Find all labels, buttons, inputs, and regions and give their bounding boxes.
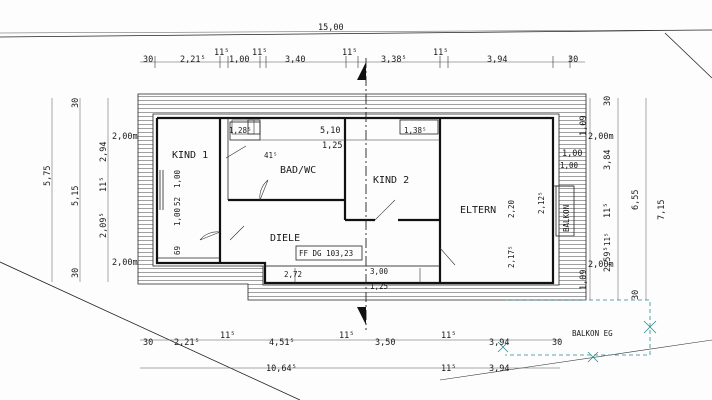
dim-bottom-451: 4,51⁵: [269, 338, 295, 348]
dim-inner-100b: 1,00: [173, 207, 182, 226]
dim-ticks-top: [154, 56, 571, 68]
area-code-box: [295, 245, 363, 261]
dim-bottom-394a: 3,94: [489, 338, 509, 348]
room-balkon-eg: BALKON EG: [572, 329, 613, 338]
dim-right-715: 7,15: [657, 200, 667, 220]
dim-top-115d: 11⁵: [433, 48, 448, 58]
dim-bottom-30b: 30: [552, 338, 562, 348]
balkon-eg-cross2b: [587, 351, 599, 363]
height-right-bottom: 2,00m: [588, 260, 614, 270]
door-eltern: [439, 247, 456, 266]
balkon-eg-cross3b: [643, 320, 657, 334]
dim-bottom-30a: 30: [143, 338, 153, 348]
dim-top-30a: 30: [143, 55, 153, 65]
height-left-top: 2,00m: [112, 132, 138, 142]
dim-left-115: 11⁵: [99, 177, 109, 192]
room-bad: BAD/WC: [280, 165, 316, 176]
dim-inner-125b: 1,25: [370, 282, 388, 291]
property-line-bottom: [0, 261, 301, 400]
dim-bottom-221: 2,21⁵: [174, 338, 200, 348]
dim-top-115b: 11⁵: [252, 48, 267, 58]
dim-right-109b: 1,09: [579, 270, 589, 290]
dim-top-221: 2,21⁵: [180, 55, 206, 65]
dim-bottom-115c: 11⁵: [441, 331, 456, 341]
dim-left-30t: 30: [71, 98, 81, 108]
dim-top-340: 3,40: [285, 55, 305, 65]
dim-inner-100v: 1,00: [173, 169, 182, 188]
room-eltern: ELTERN: [460, 205, 496, 216]
window-top-bad: [231, 119, 255, 135]
dim-left-294: 2,94: [99, 142, 109, 162]
roof-hatch-band: [137, 93, 587, 301]
room-kind1: KIND 1: [172, 150, 208, 161]
dim-right-384: 3,84: [603, 150, 613, 170]
dim-right-30t: 30: [603, 96, 613, 106]
dim-bottom-115b: 11⁵: [339, 331, 354, 341]
outer-wall: [155, 116, 555, 285]
dim-right-30b: 30: [631, 290, 641, 300]
dim-left-30b: 30: [71, 268, 81, 278]
dim-top-115c: 11⁵: [342, 48, 357, 58]
dim-top-394: 3,94: [487, 55, 507, 65]
dim-inner-128: 1,28⁵: [229, 126, 252, 135]
property-line-top: [0, 29, 712, 38]
dim-inner-510: 5,10: [320, 126, 340, 136]
dim-inner-69: 69: [173, 246, 182, 255]
dim-left-575: 5,75: [43, 166, 53, 186]
dim-bottom-115a: 11⁵: [220, 331, 235, 341]
dim-left-209: 2,09⁵: [99, 212, 109, 238]
room-kind2: KIND 2: [373, 175, 409, 186]
dim-inner-272: 2,72: [284, 270, 302, 279]
section-marker-bottom: [357, 307, 366, 325]
dim-inner-125a: 1,25: [322, 141, 342, 151]
dim-top-115a: 11⁵: [214, 48, 229, 58]
dim-top-100a: 1,00: [229, 55, 249, 65]
door-diele-left: [229, 225, 245, 241]
dim-right-109a: 1,09: [579, 116, 589, 136]
dim-top-338: 3,38⁵: [381, 55, 407, 65]
section-marker-top: [357, 62, 366, 80]
door-kind1: [199, 231, 221, 241]
dim-top-30b: 30: [568, 55, 578, 65]
area-code: FF DG 103,23: [299, 249, 353, 258]
dim-right-100: 1,00: [562, 149, 582, 159]
dim-bottom-115d: 11⁵: [441, 364, 456, 374]
dim-inner-41: 41⁵: [264, 151, 278, 160]
dim-right-259: 2,59⁵: [603, 246, 613, 272]
dim-inner-212: 2,12⁵: [537, 191, 546, 214]
dim-inner-100c: 1,00: [560, 161, 579, 170]
dim-inner-115k: 11⁵: [603, 232, 612, 246]
dim-right-115: 11⁵: [603, 203, 613, 218]
window-top-kind2: [399, 119, 439, 135]
dim-right-655: 6,55: [631, 190, 641, 210]
balkon-eg-cross1b: [497, 341, 509, 353]
room-balkon: BALKON: [562, 205, 571, 232]
dim-inner-138: 1,38⁵: [404, 126, 427, 135]
dim-bottom-1064: 10,64⁵: [266, 364, 297, 374]
door-bad: [259, 179, 269, 201]
property-line-bottom-right: [439, 339, 712, 381]
dim-top-overall: 15,00: [318, 23, 344, 33]
height-left-bottom: 2,00m: [112, 258, 138, 268]
dim-left-515: 5,15: [71, 186, 81, 206]
dim-line-top-1: [0, 29, 712, 34]
bath-arrow: [225, 145, 247, 159]
dim-inner-220: 2,20: [507, 199, 516, 218]
balkon-eg-outline: [505, 299, 651, 356]
dim-inner-52: 52: [173, 197, 182, 206]
dim-bottom-394b: 3,94: [489, 364, 509, 374]
door-kind2: [374, 199, 396, 221]
height-right-top: 2,00m: [588, 132, 614, 142]
property-line-top-right: [664, 32, 712, 79]
dim-inner-300: 3,00: [370, 267, 389, 276]
dim-inner-217: 2,17⁵: [507, 245, 516, 268]
dim-bottom-350: 3,50: [375, 338, 395, 348]
room-diele: DIELE: [270, 233, 300, 244]
